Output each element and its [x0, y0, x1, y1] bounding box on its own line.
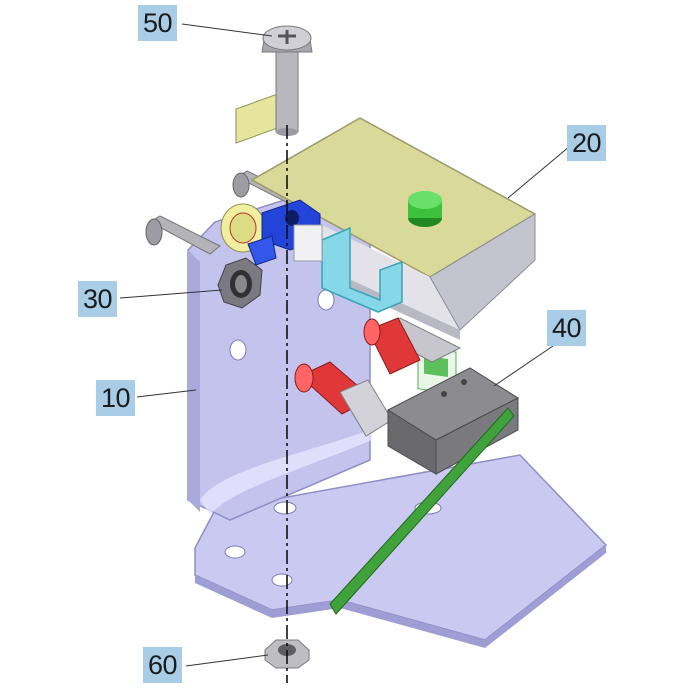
callout-20: 20 [567, 125, 607, 161]
nut-part-30 [217, 257, 263, 309]
roller-plungers [294, 317, 462, 437]
cyan-lever [321, 226, 403, 313]
clip-assembly [220, 86, 323, 266]
callout-40: 40 [547, 310, 587, 346]
callout-50: 50 [138, 5, 178, 41]
micro-switch-part-40 [386, 367, 520, 475]
callout-30: 30 [78, 281, 118, 317]
pcb-strip [329, 407, 515, 615]
screw-part-50 [261, 25, 313, 136]
callout-10: 10 [96, 380, 136, 416]
callout-60: 60 [143, 647, 183, 683]
leader-lines [119, 23, 571, 667]
